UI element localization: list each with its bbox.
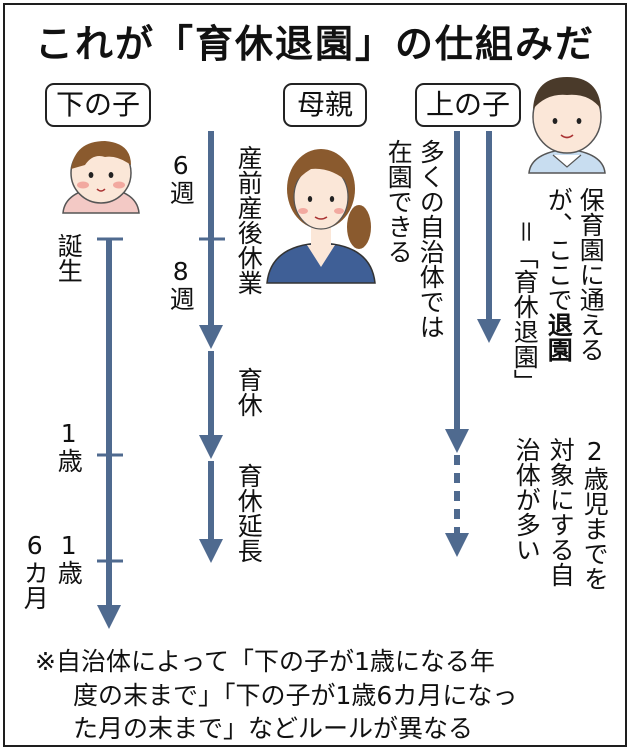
label-one-year: 1歳 bbox=[54, 419, 84, 473]
elder-timeline bbox=[445, 131, 501, 557]
younger-timeline bbox=[97, 237, 123, 629]
label-age2-c: 治体が多い bbox=[512, 437, 542, 562]
mother-timeline bbox=[199, 131, 225, 563]
header-mother: 母親 bbox=[283, 83, 367, 127]
label-childcare-leave: 育休 bbox=[234, 367, 264, 417]
label-age2-a: 2歳児までを bbox=[580, 437, 610, 591]
label-six-months: 6カ月 bbox=[20, 531, 50, 610]
footnote-line-3: た月の末まで」などルールが異なる bbox=[73, 714, 474, 743]
label-age2-b: 対象にする自 bbox=[546, 437, 576, 587]
label-nursery-b: が、ここで退園 bbox=[544, 187, 574, 362]
label-nursery-a: 保育園に通える bbox=[576, 187, 606, 362]
footnote-line-1: ※自治体によって「下の子が1歳になる年 bbox=[35, 647, 495, 676]
label-maternity-leave: 産前産後休業 bbox=[234, 145, 264, 295]
label-nursery-c: ＝「育休退園」 bbox=[510, 219, 540, 394]
label-leave-extension: 育休延長 bbox=[234, 463, 264, 563]
footnote-line-2: 度の末まで」「下の子が1歳6カ月になっ bbox=[73, 680, 518, 710]
diagram-graphics bbox=[62, 77, 606, 629]
header-elder-child: 上の子 bbox=[415, 83, 521, 127]
baby-illustration bbox=[62, 141, 140, 214]
label-one-year-six: 1歳 bbox=[54, 531, 84, 585]
elder-child-illustration bbox=[528, 77, 606, 174]
footnote: ※自治体によって「下の子が1歳になる年 度の末まで」「下の子が1歳6カ月になっ … bbox=[35, 645, 625, 746]
label-8-weeks: 8週 bbox=[166, 257, 196, 311]
label-many-cities-b: 在園できる bbox=[384, 139, 414, 264]
mother-illustration bbox=[266, 149, 376, 284]
label-birth: 誕生 bbox=[54, 233, 84, 283]
page-title: これが「育休退園」の仕組みだ bbox=[34, 22, 595, 66]
header-younger-child: 下の子 bbox=[45, 83, 151, 127]
label-6-weeks: 6週 bbox=[166, 151, 196, 205]
label-many-cities-a: 多くの自治体では bbox=[416, 139, 446, 339]
infographic: これが「育休退園」の仕組みだ 下の子 母親 上の子 bbox=[3, 3, 627, 747]
